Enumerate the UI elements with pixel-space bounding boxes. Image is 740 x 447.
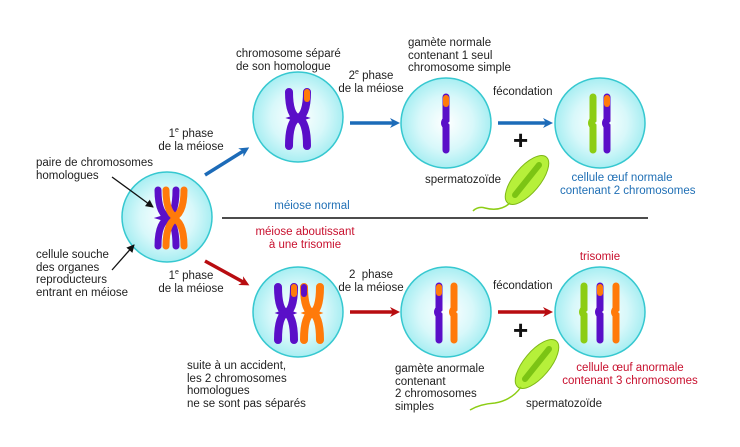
phase-text: phase de la méiose [158, 270, 224, 295]
phase-number: 1 [168, 128, 175, 140]
phase-text: phase de la méiose [338, 70, 404, 95]
trisomy-plus-sign: + [513, 315, 529, 345]
abnormal-gamete-chromosomes [434, 282, 458, 344]
abnormal-gamete-label: gamète anormale contenant 2 chromosomes … [395, 363, 485, 413]
stem-cell-label: cellule souche des organes reproducteurs… [36, 249, 129, 299]
trisomy-egg-chromosomes [579, 282, 620, 344]
non-separated-chromosomes [274, 283, 324, 344]
separated-chromosome [285, 88, 311, 150]
normal-section-label: méiose normal [274, 200, 350, 212]
trisomy-sperm-label: spermatozoïde [526, 398, 603, 410]
pair-label: paire de chromosomes homologues [36, 157, 153, 182]
single-chromosome [441, 93, 450, 154]
arrow-normal-phase1 [204, 147, 250, 177]
phase-number: 1 [168, 270, 175, 282]
non-disjunction-label: suite à un accident, les 2 chromosomes h… [187, 360, 306, 410]
pointer-stem-cell [111, 244, 135, 271]
normal-sperm-label: spermatozoïde [425, 174, 502, 186]
abnormal-egg-label: cellule œuf anormale contenant 3 chromos… [562, 362, 698, 387]
trisomy-cell-phase1 [252, 266, 344, 358]
phase-superscript: e [174, 269, 179, 276]
trisomy-phase2-label: 2 phase de la méiose [338, 269, 404, 294]
arrow-trisomy-phase1 [204, 259, 250, 286]
abnormal-gamete-cell [400, 266, 492, 358]
sperm-normal [472, 155, 550, 212]
sperm-trisomy [469, 339, 560, 411]
normal-egg-cell [554, 77, 646, 169]
trisomy-title: trisomie [579, 251, 621, 263]
trisomy-section-label: méiose aboutissant à une trisomie [255, 226, 355, 251]
trisomy-fertilization-label: fécondation [493, 280, 553, 292]
phase-text: phase de la méiose [158, 128, 224, 153]
separated-chromosome-label: chromosome séparé de son homologue [236, 48, 341, 73]
normal-fertilization-label: fécondation [493, 86, 553, 98]
normal-phase1-label: 1e phase de la méiose [158, 127, 224, 153]
phase-superscript: e [354, 69, 359, 76]
trisomy-phase1-label: 1e phase de la méiose [158, 269, 224, 295]
normal-plus-sign: + [513, 125, 529, 155]
phase-number: 2 [348, 70, 355, 82]
normal-egg-label: cellule œuf normale contenant 2 chromoso… [560, 172, 696, 197]
normal-phase2-label: 2e phase de la méiose [338, 69, 404, 95]
pointer-pair [111, 176, 154, 208]
normal-gamete-label: gamète normale contenant 1 seul chromoso… [408, 37, 511, 74]
homologous-chromosome-pair [153, 186, 188, 250]
phase-superscript: e [174, 127, 179, 134]
normal-egg-chromosomes [588, 93, 611, 154]
